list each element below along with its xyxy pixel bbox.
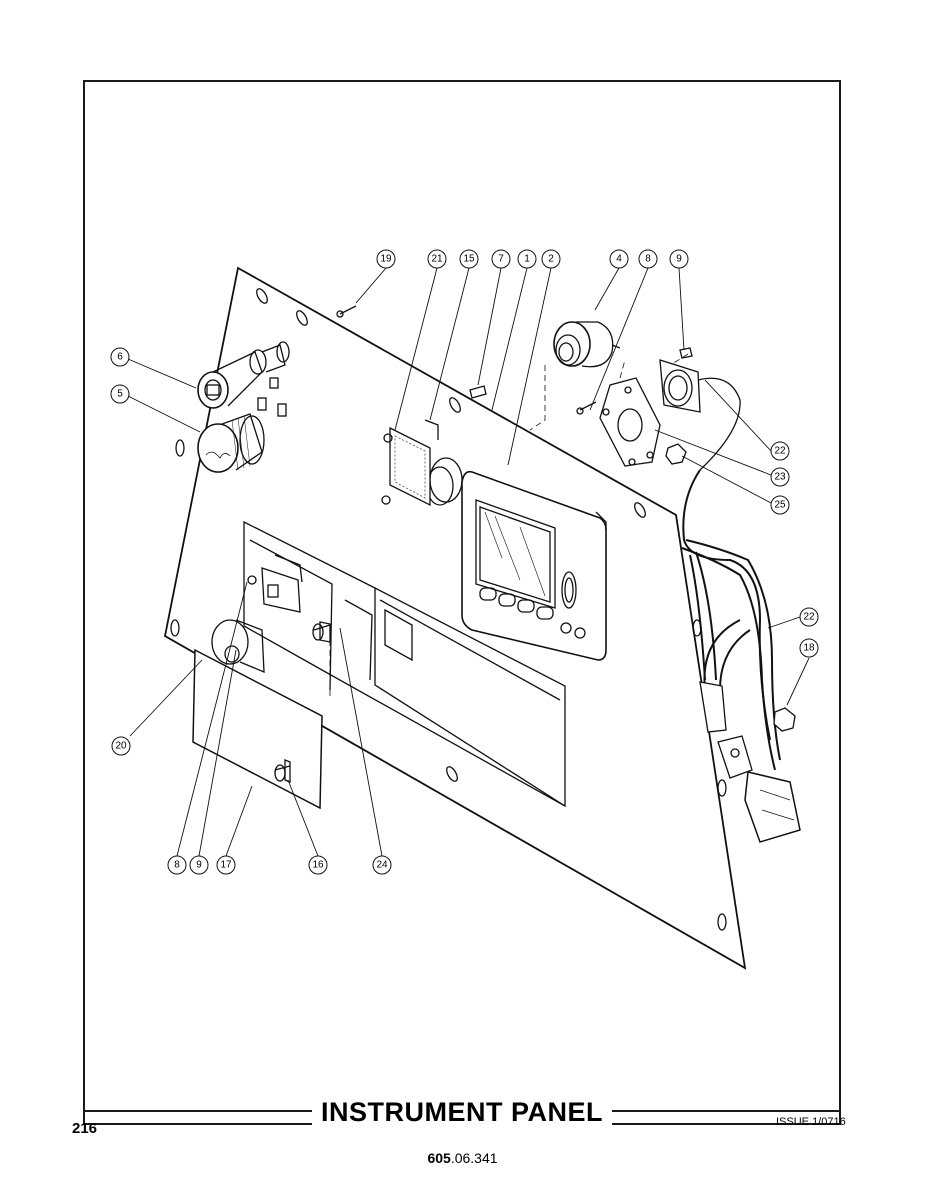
callout-18: 18 [803,643,815,654]
callout-2: 2 [548,254,554,265]
title-box: INSTRUMENT PANEL [312,1094,612,1130]
mounting-bracket [381,419,439,507]
callout-8-top: 8 [645,254,651,265]
callout-8-bottom: 8 [174,860,180,871]
callout-19: 19 [380,254,392,265]
callout-22-top: 22 [774,446,786,457]
issue-label: ISSUE 1/0716 [776,1116,846,1128]
callout-16: 16 [312,860,324,871]
key-switch [197,341,290,417]
callout-1: 1 [524,254,530,265]
callout-21: 21 [431,254,443,265]
callout-9-bottom: 9 [196,860,202,871]
page-number: 216 [72,1120,98,1137]
connector [659,359,741,471]
callout-7: 7 [498,254,504,265]
nut [665,443,687,465]
instrument-panel-plate [163,266,747,970]
rotary-knob [197,413,265,473]
callout-9-top: 9 [676,254,682,265]
part-number: 605.06.341 [0,1150,925,1166]
page-title: INSTRUMENT PANEL [321,1097,603,1127]
callout-25: 25 [774,500,786,511]
callout-23: 23 [774,472,786,483]
callout-6: 6 [117,352,123,363]
part-number-suffix: .06.341 [450,1150,498,1166]
callout-17: 17 [220,860,232,871]
display-unit [461,470,607,661]
callout-15: 15 [463,254,475,265]
part-number-prefix: 605 [427,1150,451,1166]
callout-24: 24 [376,860,388,871]
callout-20: 20 [115,741,127,752]
title-rule-left [83,1110,315,1112]
control-knob [211,619,265,673]
callout-4: 4 [616,254,622,265]
callout-22-harness: 22 [803,612,815,623]
buzzer [553,321,621,368]
title-rule-right [608,1110,841,1112]
callout-5: 5 [117,389,123,400]
mounting-plate [599,377,661,467]
rocker-switch [247,554,303,613]
